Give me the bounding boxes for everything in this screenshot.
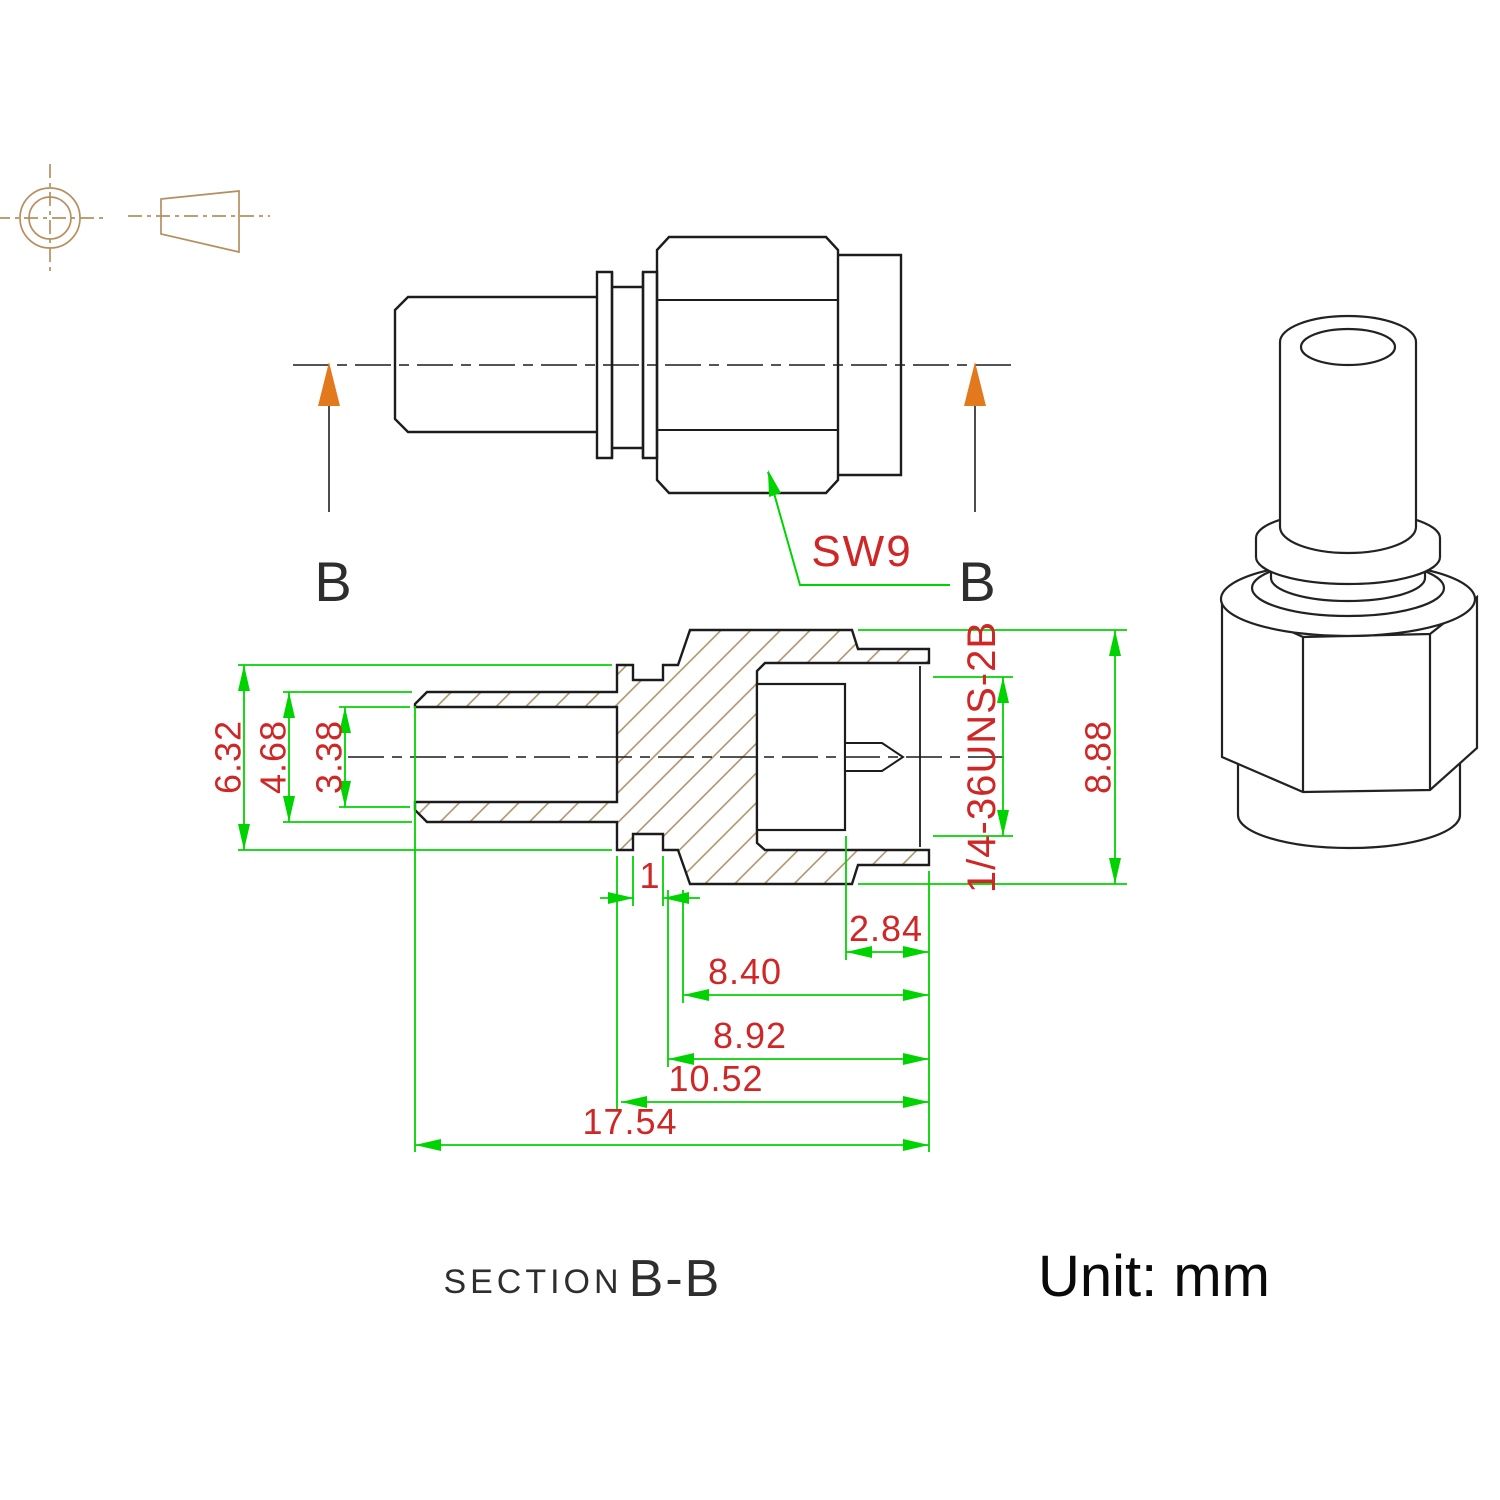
dim-flange-dia: 6.32 (208, 720, 249, 794)
hex-facet-lines (657, 299, 838, 431)
dim-bore-dia: 3.38 (309, 720, 350, 794)
projection-crosshair (0, 164, 105, 273)
section-marker-left: B (314, 550, 351, 613)
section-marker-right: B (958, 550, 995, 613)
hex-nut-outline (655, 235, 840, 495)
dim-groove-width: 1 (639, 855, 660, 896)
iso-hex-front-edges (1301, 634, 1432, 792)
isometric-view (1219, 314, 1479, 850)
footer-labels: SECTION B-B Unit: mm (443, 1244, 1270, 1309)
dim-thread-engage: 2.84 (849, 908, 923, 949)
unit-label: Unit: mm (1038, 1244, 1270, 1309)
crimp-barrel-outline (393, 295, 597, 434)
projection-symbol (0, 164, 270, 273)
dim-l2: 8.92 (713, 1015, 787, 1056)
sw9-leader-line (767, 471, 950, 586)
section-title-name: B-B (629, 1250, 722, 1308)
dimension-texts: 6.32 4.68 3.38 8.88 1/4-36UNS-2B 1 2.84 … (208, 621, 1119, 1142)
cutting-plane-stems (328, 406, 976, 512)
sw9-label: SW9 (811, 527, 912, 576)
section-title-prefix: SECTION (443, 1263, 622, 1301)
dim-body-dia: 8.88 (1078, 720, 1119, 794)
section-view (348, 628, 1012, 886)
cutting-plane: B B (314, 362, 996, 613)
extension-lines (238, 629, 1127, 1152)
dim-l1: 8.40 (708, 951, 782, 992)
section-arrow-left (318, 362, 340, 406)
flange-groove (610, 272, 645, 458)
dim-l3: 10.52 (668, 1058, 763, 1099)
side-view (293, 235, 1018, 495)
coupling-cylinder (838, 253, 903, 477)
dim-barrel-dia: 4.68 (253, 720, 294, 794)
dimension-lines (238, 629, 1127, 1152)
dim-overall: 17.54 (582, 1101, 677, 1142)
iso-barrel-rim (1299, 327, 1397, 367)
iso-crimp-barrel (1278, 314, 1418, 555)
projection-cone (160, 190, 240, 254)
sw9-callout: SW9 (767, 470, 950, 586)
sw9-leader-arrow (768, 470, 781, 497)
dim-thread-spec: 1/4-36UNS-2B (960, 621, 1004, 893)
section-arrow-right (964, 362, 986, 406)
